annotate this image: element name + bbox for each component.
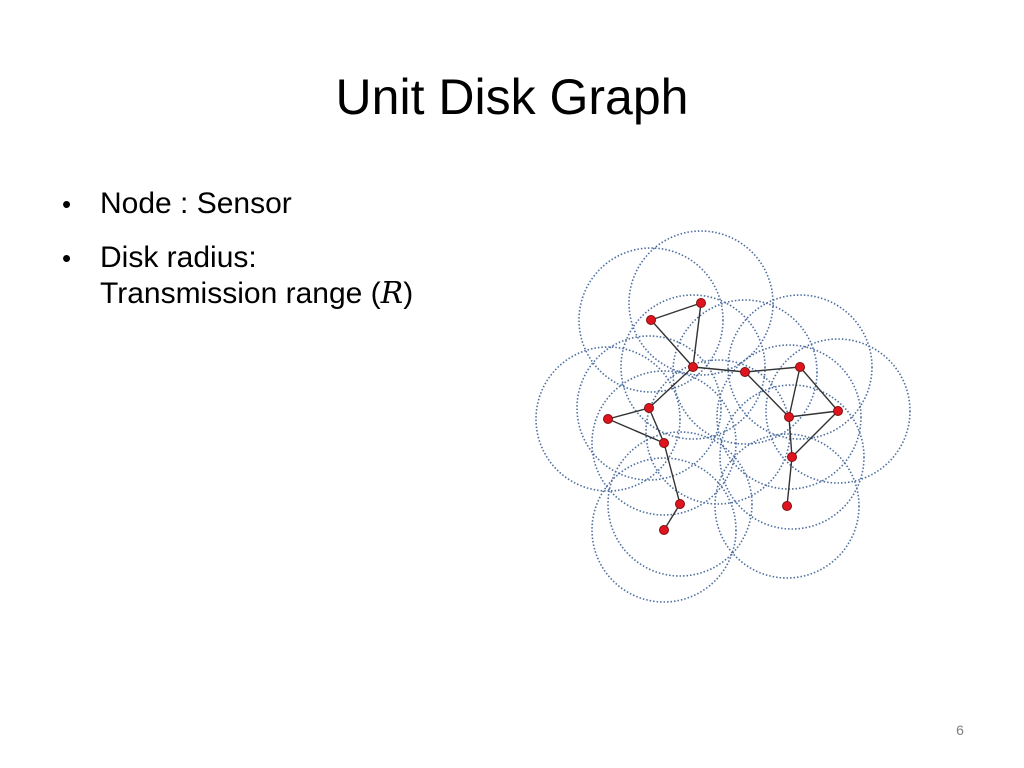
transmission-disk-n3 <box>620 294 766 440</box>
transmission-disk-n4 <box>672 299 818 445</box>
transmission-disk-n1 <box>628 230 774 376</box>
disk-layer <box>535 230 911 603</box>
edge-n9-n10 <box>663 503 681 531</box>
transmission-disk-n7 <box>535 346 681 492</box>
edge-n11-n13 <box>788 416 793 458</box>
edge-n4-n5 <box>744 366 801 373</box>
bullet-item-disk-radius: • Disk radius: Transmission range (R) <box>62 240 522 312</box>
edge-n13-n14 <box>786 456 793 507</box>
transmission-disk-n9 <box>607 431 753 577</box>
sensor-node-n13 <box>787 452 797 462</box>
sensor-node-n11 <box>784 412 794 422</box>
sensor-node-n4 <box>740 367 750 377</box>
sensor-node-n2 <box>646 315 656 325</box>
sensor-node-n6 <box>644 403 654 413</box>
sensor-node-n5 <box>795 362 805 372</box>
sensor-node-n1 <box>696 298 706 308</box>
sensor-node-n7 <box>603 414 613 424</box>
edge-n5-n11 <box>788 366 801 418</box>
transmission-disk-n8 <box>591 370 737 516</box>
edge-n12-n5 <box>799 366 839 412</box>
slide-title: Unit Disk Graph <box>335 69 689 125</box>
range-variable: R <box>380 276 404 311</box>
transmission-disk-n2 <box>578 247 724 393</box>
bullet-text: Disk radius: <box>100 241 257 274</box>
edge-n1-n2 <box>650 302 702 321</box>
edge-n6-n8 <box>648 407 665 444</box>
edge-n12-n13 <box>791 410 839 458</box>
transmission-disk-n5 <box>727 294 873 440</box>
transmission-disk-n12 <box>765 338 911 484</box>
bullet-text: Node : Sensor <box>100 187 292 220</box>
transmission-range-text: Transmission range ( <box>100 277 381 310</box>
bullet-text-continued: Transmission range (R) <box>100 276 522 312</box>
sensor-node-n9 <box>675 499 685 509</box>
transmission-disk-n13 <box>719 384 865 530</box>
edge-n3-n4 <box>692 366 746 373</box>
transmission-disk-n6 <box>576 335 722 481</box>
edge-n2-n3 <box>650 319 694 368</box>
edge-n1-n3 <box>692 302 702 368</box>
edge-n7-n8 <box>607 418 665 444</box>
edge-n8-n9 <box>663 442 681 505</box>
bullet-item-node: • Node : Sensor <box>62 186 522 222</box>
sensor-node-n8 <box>659 438 669 448</box>
sensor-node-n10 <box>659 525 669 535</box>
closing-paren: ) <box>403 277 414 310</box>
edge-n6-n7 <box>607 407 650 420</box>
sensor-node-n14 <box>782 501 792 511</box>
transmission-disk-n10 <box>591 457 737 603</box>
bullet-dot-icon: • <box>62 243 72 273</box>
sensor-node-n12 <box>833 406 843 416</box>
edge-n4-n11 <box>744 371 790 418</box>
node-layer <box>603 298 843 535</box>
edge-n11-n12 <box>788 410 839 418</box>
bullet-list: • Node : Sensor • Disk radius: Transmiss… <box>62 186 522 330</box>
edge-n3-n6 <box>648 366 694 409</box>
bullet-dot-icon: • <box>62 189 72 219</box>
edge-layer <box>607 302 839 531</box>
transmission-disk-n14 <box>714 433 860 579</box>
page-number: 6 <box>956 722 964 738</box>
sensor-node-n3 <box>688 362 698 372</box>
